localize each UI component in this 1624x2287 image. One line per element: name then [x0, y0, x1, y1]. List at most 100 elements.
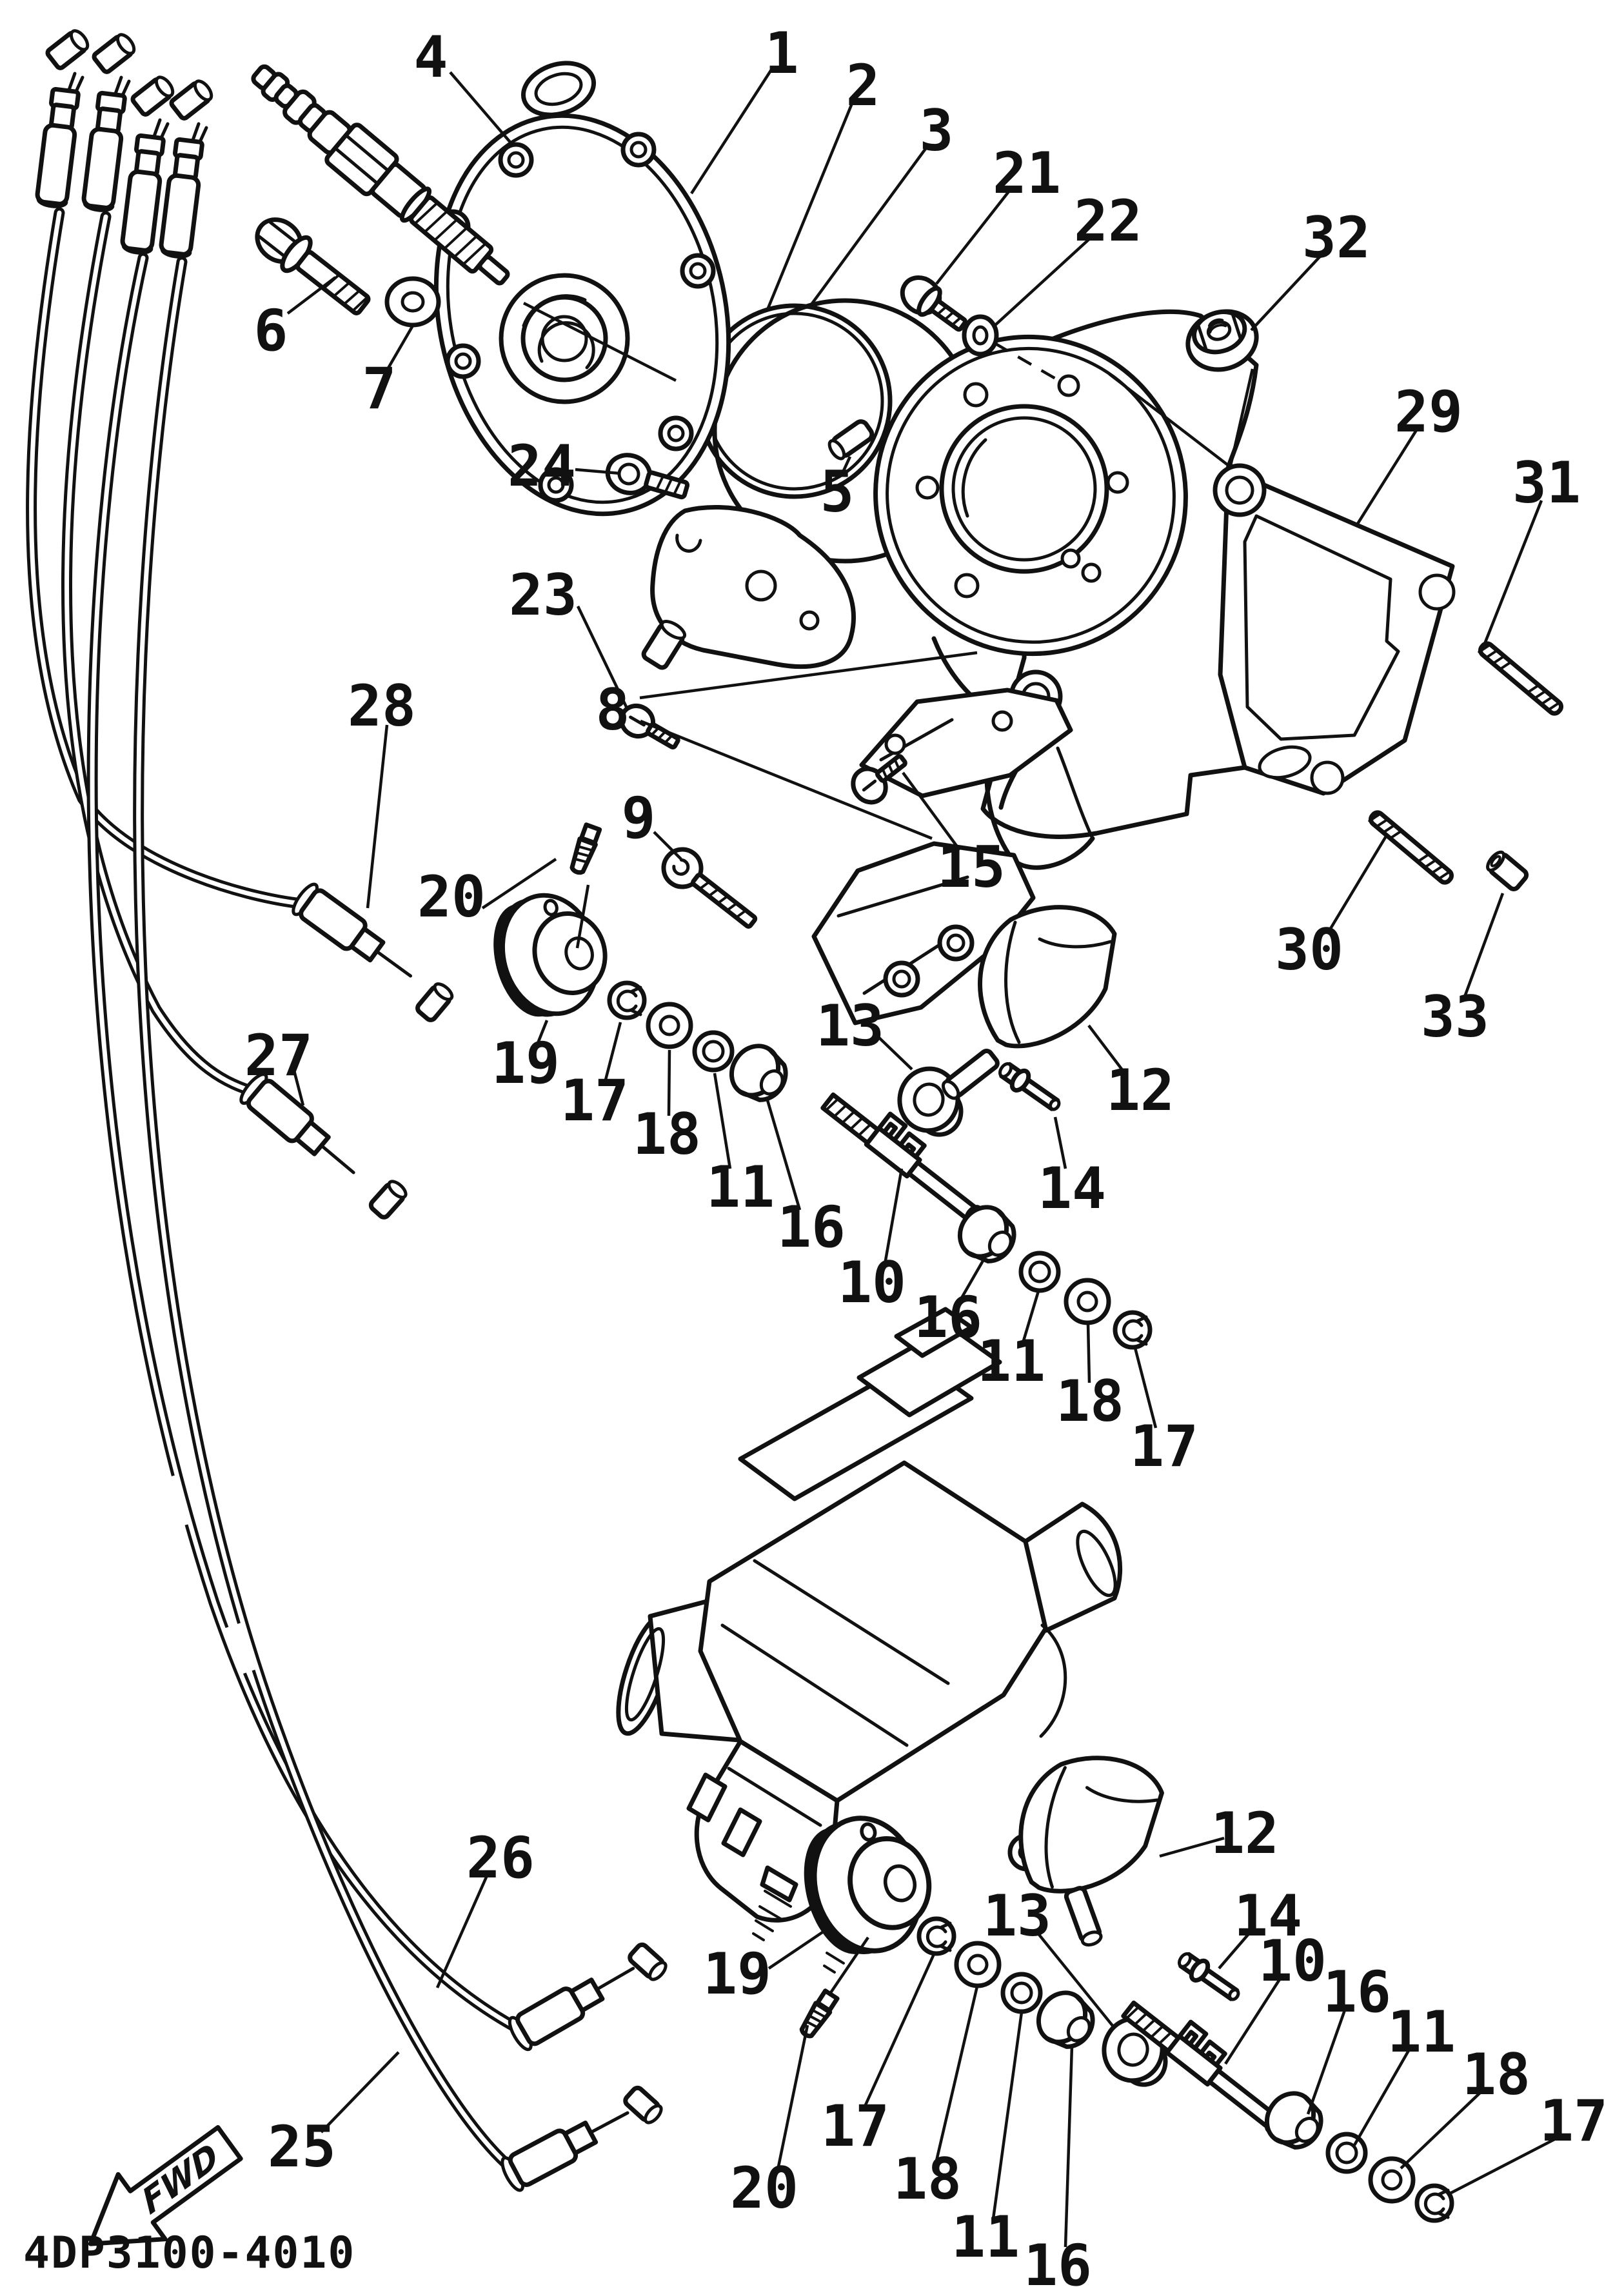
callout-22: 22 — [1074, 188, 1142, 254]
callout-17: 17 — [1540, 2088, 1608, 2154]
callout-leader-17 — [1447, 2135, 1562, 2195]
callout-17: 17 — [1130, 1413, 1198, 1480]
callout-leader-16 — [1064, 2045, 1074, 2248]
callout-2: 2 — [846, 52, 880, 119]
callout-29: 29 — [1394, 379, 1463, 445]
housing-screw-9 — [661, 847, 758, 929]
thrust-washer — [1328, 2134, 1365, 2172]
callout-leader-2 — [766, 101, 855, 310]
callout-3: 3 — [920, 97, 954, 164]
callout-9: 9 — [622, 785, 656, 851]
callout-18: 18 — [1056, 1368, 1124, 1434]
callout-13: 13 — [816, 993, 884, 1059]
callout-leader-28 — [366, 724, 389, 909]
pulley-adjuster — [798, 1990, 838, 2039]
callout-16: 16 — [914, 1284, 982, 1351]
callout-leader-17 — [603, 1022, 622, 1083]
callout-8: 8 — [596, 677, 630, 743]
callout-leader-20 — [776, 2025, 809, 2170]
callout-32: 32 — [1302, 204, 1371, 271]
callout-leader-18 — [1400, 2088, 1485, 2170]
callout-23: 23 — [509, 562, 577, 628]
e-clip — [609, 983, 644, 1018]
callout-leader-21 — [935, 187, 1013, 285]
stud-collar — [1486, 850, 1529, 891]
callout-leader-22 — [993, 235, 1094, 327]
carburetor — [616, 1307, 1123, 1974]
callout-leader-18 — [1086, 1323, 1091, 1383]
callout-leader-8 — [639, 651, 978, 700]
callout-11: 11 — [706, 1154, 775, 1220]
dowel-pin — [827, 419, 875, 460]
cable-adjuster-26 — [506, 1942, 668, 2052]
callout-12: 12 — [1211, 1800, 1279, 1866]
detail-line — [640, 719, 933, 840]
valve-bolt — [996, 1058, 1064, 1116]
callout-24: 24 — [508, 433, 576, 499]
callout-leader-16 — [960, 1255, 987, 1300]
callout-leader-16 — [1306, 2008, 1347, 2115]
callout-leader-10 — [883, 1168, 904, 1265]
callout-leader-9 — [653, 831, 682, 860]
bushing — [1258, 2084, 1331, 2157]
callout-leader-3 — [810, 146, 928, 306]
callout-leader-18 — [935, 1986, 979, 2161]
callout-leader-12 — [1159, 1836, 1225, 1858]
callout-15: 15 — [937, 834, 1005, 900]
callout-18: 18 — [633, 1101, 701, 1167]
callout-19: 19 — [491, 1030, 560, 1096]
thrust-washer — [1021, 1253, 1058, 1291]
callout-leader-17 — [862, 1954, 936, 2108]
callout-leader-11 — [1353, 2047, 1411, 2146]
callout-leader-29 — [1356, 427, 1419, 525]
cylinder-stud-30 — [1369, 810, 1454, 885]
callout-16: 16 — [1323, 1959, 1391, 2025]
callout-31: 31 — [1512, 450, 1581, 516]
detail-line — [522, 301, 677, 382]
callout-leader-16 — [766, 1100, 802, 1211]
part-number: 4DP3100-4010 — [23, 2228, 355, 2279]
callout-leader-20 — [481, 858, 557, 909]
cable-adjuster-25 — [499, 2085, 663, 2193]
detail-line — [827, 1936, 869, 1997]
detail-line — [575, 884, 590, 949]
callout-7: 7 — [362, 355, 397, 422]
callout-27: 27 — [244, 1022, 313, 1089]
bracket-bolt — [605, 453, 690, 500]
callout-1: 1 — [765, 20, 799, 86]
cable-adjuster-28 — [290, 881, 454, 1022]
powervalve-set-upper — [484, 824, 1150, 1347]
powervalve-housing — [811, 688, 1073, 1025]
e-clip — [1417, 2186, 1452, 2221]
callout-leader-1 — [690, 68, 773, 195]
callout-leader-27 — [292, 1070, 305, 1106]
callout-leader-32 — [1250, 252, 1325, 332]
e-clip — [919, 1919, 954, 1954]
detail-line — [993, 342, 1062, 383]
plain-washer — [648, 1004, 691, 1047]
callout-leader-25 — [320, 2051, 400, 2134]
callout-leader-7 — [386, 324, 414, 371]
detail-line — [1108, 373, 1230, 467]
powervalve-set-lower — [793, 1748, 1452, 2221]
cable-adjuster-27 — [237, 1071, 408, 1220]
housing-screw-15 — [851, 754, 907, 805]
small-flange-bolt — [900, 275, 967, 332]
callout-5: 5 — [820, 459, 855, 525]
callout-16: 16 — [1024, 2232, 1092, 2287]
callout-17: 17 — [821, 2093, 889, 2159]
spark-plug — [251, 64, 510, 286]
callout-17: 17 — [560, 1067, 629, 1134]
callout-26: 26 — [466, 1825, 535, 1891]
callout-leader-30 — [1326, 834, 1388, 935]
small-washer — [962, 314, 999, 357]
bracket-screw — [619, 703, 680, 749]
callout-20: 20 — [730, 2155, 798, 2221]
callout-leader-11 — [713, 1073, 732, 1169]
plain-washer — [1066, 1280, 1109, 1323]
callout-leader-13 — [1036, 1931, 1114, 2028]
head-stay-bracket — [641, 505, 856, 670]
callout-leader-14 — [1218, 1930, 1253, 1970]
callout-leader-26 — [435, 1874, 490, 1988]
